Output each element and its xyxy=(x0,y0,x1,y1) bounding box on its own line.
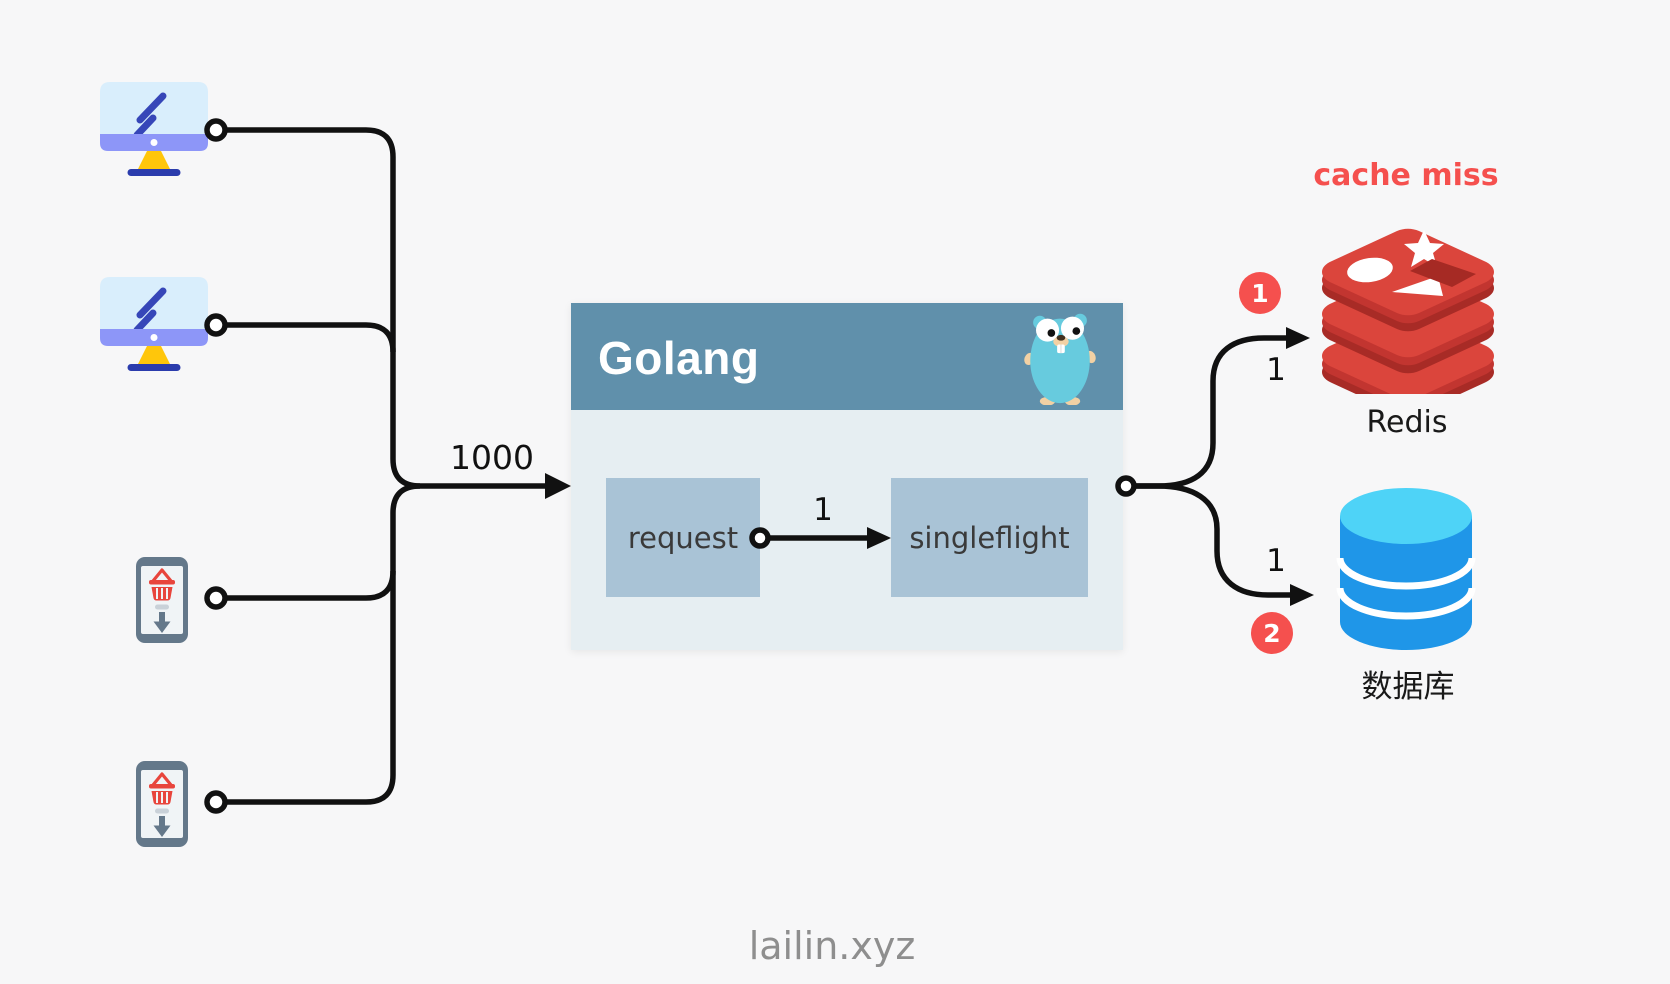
step-badge-2: 2 xyxy=(1251,612,1293,654)
desktop-monitor-icon xyxy=(100,82,208,176)
edge-label-to-redis: 1 xyxy=(1266,352,1286,388)
watermark-text: lailin.xyz xyxy=(748,924,916,968)
golang-gopher-mascot-icon xyxy=(1024,313,1096,405)
redis-stack-icon xyxy=(1322,228,1494,394)
connector-dot-desktop1 xyxy=(204,118,228,142)
singleflight-box: singleflight xyxy=(891,478,1088,597)
golang-title: Golang xyxy=(598,332,760,384)
request-box: request xyxy=(606,478,760,597)
edge-label-request-singleflight: 1 xyxy=(813,492,833,528)
desktop-monitor-icon xyxy=(100,277,208,371)
connector-dot-phone1 xyxy=(204,586,228,610)
edge-phone1-to-trunk xyxy=(225,570,396,601)
shopping-app-phone-icon xyxy=(136,761,188,847)
shopping-app-phone-icon xyxy=(136,557,188,643)
golang-box-header: Golang xyxy=(571,303,1123,410)
edge-phone2-to-golang xyxy=(225,483,421,805)
database-label: 数据库 xyxy=(1361,669,1455,705)
singleflight-box-label: singleflight xyxy=(909,520,1070,555)
golang-service-box: Golang xyxy=(571,303,1123,650)
step-badge-1: 1 xyxy=(1239,272,1281,314)
connector-dot-phone2 xyxy=(204,790,228,814)
database-cylinder-icon xyxy=(1336,488,1476,650)
redis-label: Redis xyxy=(1366,405,1448,440)
arrowhead-into-database xyxy=(1290,584,1314,606)
edge-desktop1-to-golang xyxy=(225,127,546,489)
cache-miss-label: cache miss xyxy=(1313,158,1499,193)
edge-label-to-database: 1 xyxy=(1266,543,1286,579)
arrowhead-into-redis xyxy=(1286,327,1310,349)
connector-dot-desktop2 xyxy=(204,313,228,337)
edge-label-1000: 1000 xyxy=(450,438,534,477)
request-box-label: request xyxy=(627,520,739,555)
edge-desktop2-to-trunk xyxy=(225,322,396,353)
